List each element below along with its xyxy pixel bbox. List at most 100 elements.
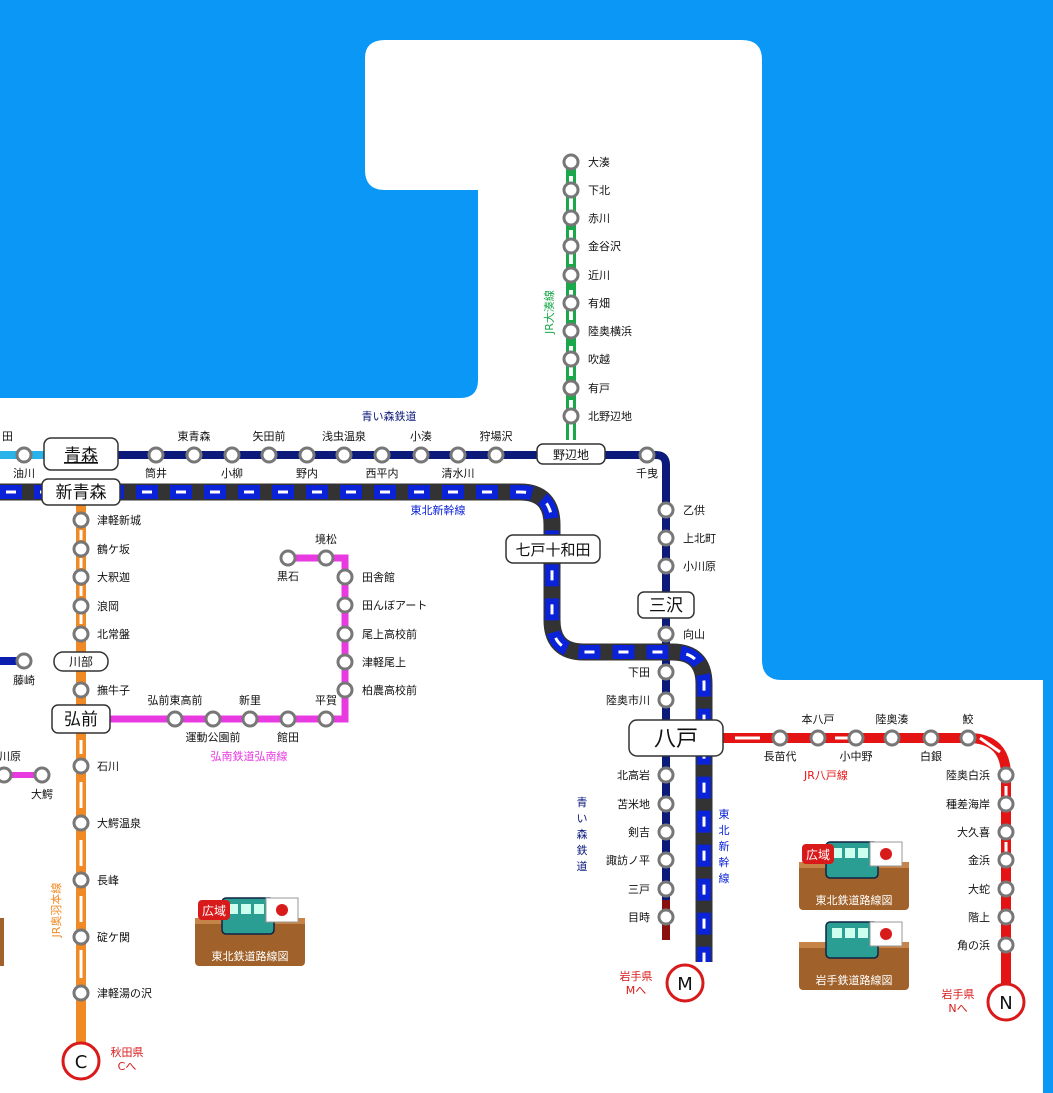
station-marker[interactable] bbox=[223, 446, 241, 464]
station-marker[interactable] bbox=[562, 294, 580, 312]
station-name[interactable]: 平賀 bbox=[315, 694, 337, 707]
station-name[interactable]: 陸奥市川 bbox=[606, 693, 650, 707]
station-name[interactable]: 弘前東高前 bbox=[148, 693, 203, 707]
station-marker[interactable] bbox=[562, 237, 580, 255]
station-marker[interactable] bbox=[260, 446, 278, 464]
station-name[interactable]: 小柳 bbox=[221, 466, 243, 480]
station-marker[interactable] bbox=[562, 322, 580, 340]
station-name[interactable]: 白銀 bbox=[920, 749, 942, 763]
station-marker[interactable] bbox=[336, 625, 354, 643]
major-station-hirosaki[interactable]: 弘前 bbox=[51, 704, 111, 734]
station-marker[interactable] bbox=[449, 446, 467, 464]
station-name[interactable]: 大鰐 bbox=[31, 787, 53, 801]
station-marker[interactable] bbox=[657, 691, 675, 709]
station-name[interactable]: 諏訪ノ平 bbox=[606, 853, 650, 867]
station-marker[interactable] bbox=[883, 729, 901, 747]
station-name[interactable]: 近川 bbox=[588, 269, 610, 282]
station-marker[interactable] bbox=[241, 710, 259, 728]
station-name[interactable]: 撫牛子 bbox=[97, 683, 130, 697]
station-name[interactable]: 碇ケ関 bbox=[97, 930, 130, 944]
iwate-map-button[interactable]: 岩手鉄道路線図 bbox=[799, 921, 909, 990]
station-marker[interactable] bbox=[997, 908, 1015, 926]
major-station-shin-aomori[interactable]: 新青森 bbox=[41, 478, 121, 506]
station-marker[interactable] bbox=[997, 936, 1015, 954]
station-name[interactable]: 上北町 bbox=[683, 532, 716, 545]
station-marker[interactable] bbox=[15, 652, 33, 670]
station-marker[interactable] bbox=[72, 540, 90, 558]
station-marker[interactable] bbox=[72, 871, 90, 889]
station-marker[interactable] bbox=[72, 625, 90, 643]
station-name[interactable]: 金谷沢 bbox=[588, 239, 621, 253]
station-name[interactable]: 下北 bbox=[588, 184, 610, 197]
station-name[interactable]: 陸奥白浜 bbox=[946, 768, 990, 782]
station-name[interactable]: 向山 bbox=[683, 627, 705, 641]
station-marker[interactable] bbox=[657, 663, 675, 681]
station-name[interactable]: 鶴ケ坂 bbox=[97, 542, 130, 556]
station-name[interactable]: 角の浜 bbox=[957, 939, 990, 952]
station-name[interactable]: 浅虫温泉 bbox=[322, 429, 366, 443]
station-name[interactable]: 大鰐温泉 bbox=[97, 816, 141, 830]
station-name[interactable]: 大久喜 bbox=[957, 825, 990, 839]
station-name[interactable]: 津軽尾上 bbox=[362, 656, 406, 669]
station-name[interactable]: 清水川 bbox=[442, 467, 475, 480]
station-name[interactable]: 境松 bbox=[315, 532, 337, 546]
station-marker[interactable] bbox=[657, 908, 675, 926]
station-marker[interactable] bbox=[0, 766, 13, 784]
station-marker[interactable] bbox=[997, 795, 1015, 813]
station-name[interactable]: 金浜 bbox=[968, 853, 990, 867]
station-name[interactable]: 運動公園前 bbox=[186, 730, 241, 744]
station-marker[interactable] bbox=[317, 549, 335, 567]
station-marker[interactable] bbox=[336, 681, 354, 699]
station-name[interactable]: 小川原 bbox=[683, 560, 716, 573]
station-name[interactable]: 新里 bbox=[239, 693, 261, 707]
station-marker[interactable] bbox=[72, 568, 90, 586]
station-name[interactable]: 津軽新城 bbox=[97, 513, 141, 527]
station-name[interactable]: 田舎館 bbox=[362, 570, 395, 584]
station-marker[interactable] bbox=[657, 823, 675, 841]
station-marker[interactable] bbox=[562, 350, 580, 368]
station-name[interactable]: 吹越 bbox=[588, 352, 610, 366]
station-name[interactable]: 狩場沢 bbox=[480, 429, 513, 443]
station-name[interactable]: 苫米地 bbox=[617, 798, 650, 811]
station-marker[interactable] bbox=[657, 851, 675, 869]
major-station-hachinohe[interactable]: 八戸 bbox=[628, 719, 724, 757]
station-marker[interactable] bbox=[997, 880, 1015, 898]
station-name[interactable]: 大蛇 bbox=[968, 882, 990, 896]
station-marker[interactable] bbox=[317, 710, 335, 728]
station-name[interactable]: 大湊 bbox=[588, 155, 610, 169]
station-marker[interactable] bbox=[279, 710, 297, 728]
station-marker[interactable] bbox=[997, 851, 1015, 869]
station-name[interactable]: 陸奥湊 bbox=[876, 712, 909, 726]
station-marker[interactable] bbox=[373, 446, 391, 464]
station-name[interactable]: 油川 bbox=[13, 466, 35, 480]
major-station-noheji[interactable]: 野辺地 bbox=[536, 443, 606, 465]
station-name[interactable]: 鮫 bbox=[963, 712, 974, 726]
station-name[interactable]: 田 bbox=[2, 430, 13, 443]
station-marker[interactable] bbox=[562, 209, 580, 227]
station-name[interactable]: 北常盤 bbox=[97, 628, 130, 641]
station-marker[interactable] bbox=[657, 501, 675, 519]
station-marker[interactable] bbox=[638, 446, 656, 464]
station-marker[interactable] bbox=[657, 557, 675, 575]
station-name[interactable]: 尾上高校前 bbox=[362, 627, 417, 641]
station-name[interactable]: 目時 bbox=[628, 911, 650, 924]
station-name[interactable]: 柏農高校前 bbox=[362, 683, 417, 697]
station-name[interactable]: 矢田前 bbox=[253, 429, 286, 443]
station-marker[interactable] bbox=[997, 766, 1015, 784]
station-marker[interactable] bbox=[185, 446, 203, 464]
station-marker[interactable] bbox=[336, 653, 354, 671]
station-marker[interactable] bbox=[72, 757, 90, 775]
station-marker[interactable] bbox=[562, 181, 580, 199]
station-name[interactable]: 千曳 bbox=[636, 467, 658, 480]
station-marker[interactable] bbox=[562, 379, 580, 397]
station-marker[interactable] bbox=[336, 568, 354, 586]
station-name[interactable]: 藤崎 bbox=[13, 673, 35, 687]
station-marker[interactable] bbox=[922, 729, 940, 747]
station-name[interactable]: 野内 bbox=[296, 466, 318, 480]
station-marker[interactable] bbox=[335, 446, 353, 464]
station-name[interactable]: 下田 bbox=[628, 666, 650, 679]
station-name[interactable]: 小中野 bbox=[840, 750, 873, 763]
major-station-kawabe[interactable]: 川部 bbox=[53, 651, 109, 672]
station-name[interactable]: 赤川 bbox=[588, 212, 610, 225]
station-name[interactable]: 小湊 bbox=[410, 429, 432, 443]
